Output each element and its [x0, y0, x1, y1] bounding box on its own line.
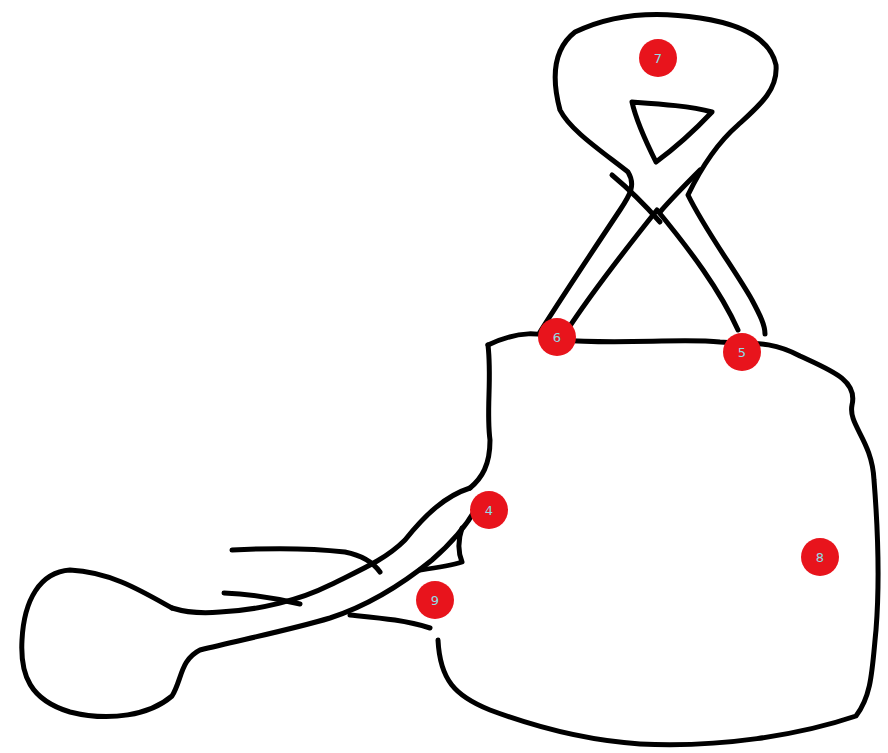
- passage-cross: [612, 170, 700, 222]
- map-marker: 6: [537, 317, 577, 357]
- callout-number: 4: [485, 504, 493, 517]
- map-marker: 5: [722, 332, 762, 372]
- callout-number: 8: [816, 551, 824, 564]
- callout-number: 7: [654, 52, 662, 65]
- room-outline: [438, 334, 878, 745]
- chamber-outline: [22, 505, 478, 717]
- map-marker: 4: [469, 490, 509, 530]
- callout-number: 6: [553, 331, 561, 344]
- passage-inner: [566, 210, 738, 332]
- map-marker: 9: [415, 580, 455, 620]
- corridor-stub: [224, 593, 300, 604]
- map-marker: 8: [800, 537, 840, 577]
- marker-fill: [470, 491, 508, 529]
- passage-outline: [540, 14, 776, 334]
- marker-fill: [416, 581, 454, 619]
- callout-number: 9: [431, 594, 439, 607]
- room-outline-left: [470, 345, 490, 488]
- marker-fill: [639, 39, 677, 77]
- marker-fill: [723, 333, 761, 371]
- corridor-lower: [350, 615, 430, 628]
- corridor-triangle: [420, 528, 462, 570]
- passage-triangle: [632, 102, 712, 162]
- marker-fill: [538, 318, 576, 356]
- corridor-stub: [232, 549, 380, 572]
- marker-fill: [801, 538, 839, 576]
- map-marker: 7: [638, 38, 678, 78]
- callout-number: 5: [738, 346, 746, 359]
